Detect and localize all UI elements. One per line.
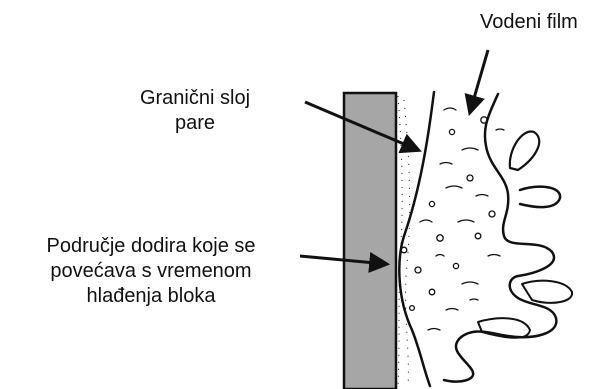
label-contact-area-line-3: hlađenja bloka bbox=[6, 284, 296, 309]
label-contact-area-line-1: Područje dodira koje se bbox=[6, 234, 296, 259]
arrow-water-film bbox=[470, 50, 488, 112]
film-texture bbox=[401, 108, 504, 330]
label-contact-area-line-2: povećava s vremenom bbox=[6, 259, 296, 284]
label-contact-area: Područje dodira koje se povećava s vreme… bbox=[6, 234, 296, 309]
label-water-film: Vodeni film bbox=[480, 10, 578, 35]
label-vapour-layer-line-2: pare bbox=[110, 111, 280, 136]
label-water-film-text: Vodeni film bbox=[480, 10, 578, 35]
water-film bbox=[399, 92, 572, 386]
label-vapour-layer-line-1: Granični sloj bbox=[110, 86, 280, 111]
label-vapour-layer: Granični sloj pare bbox=[110, 86, 280, 136]
